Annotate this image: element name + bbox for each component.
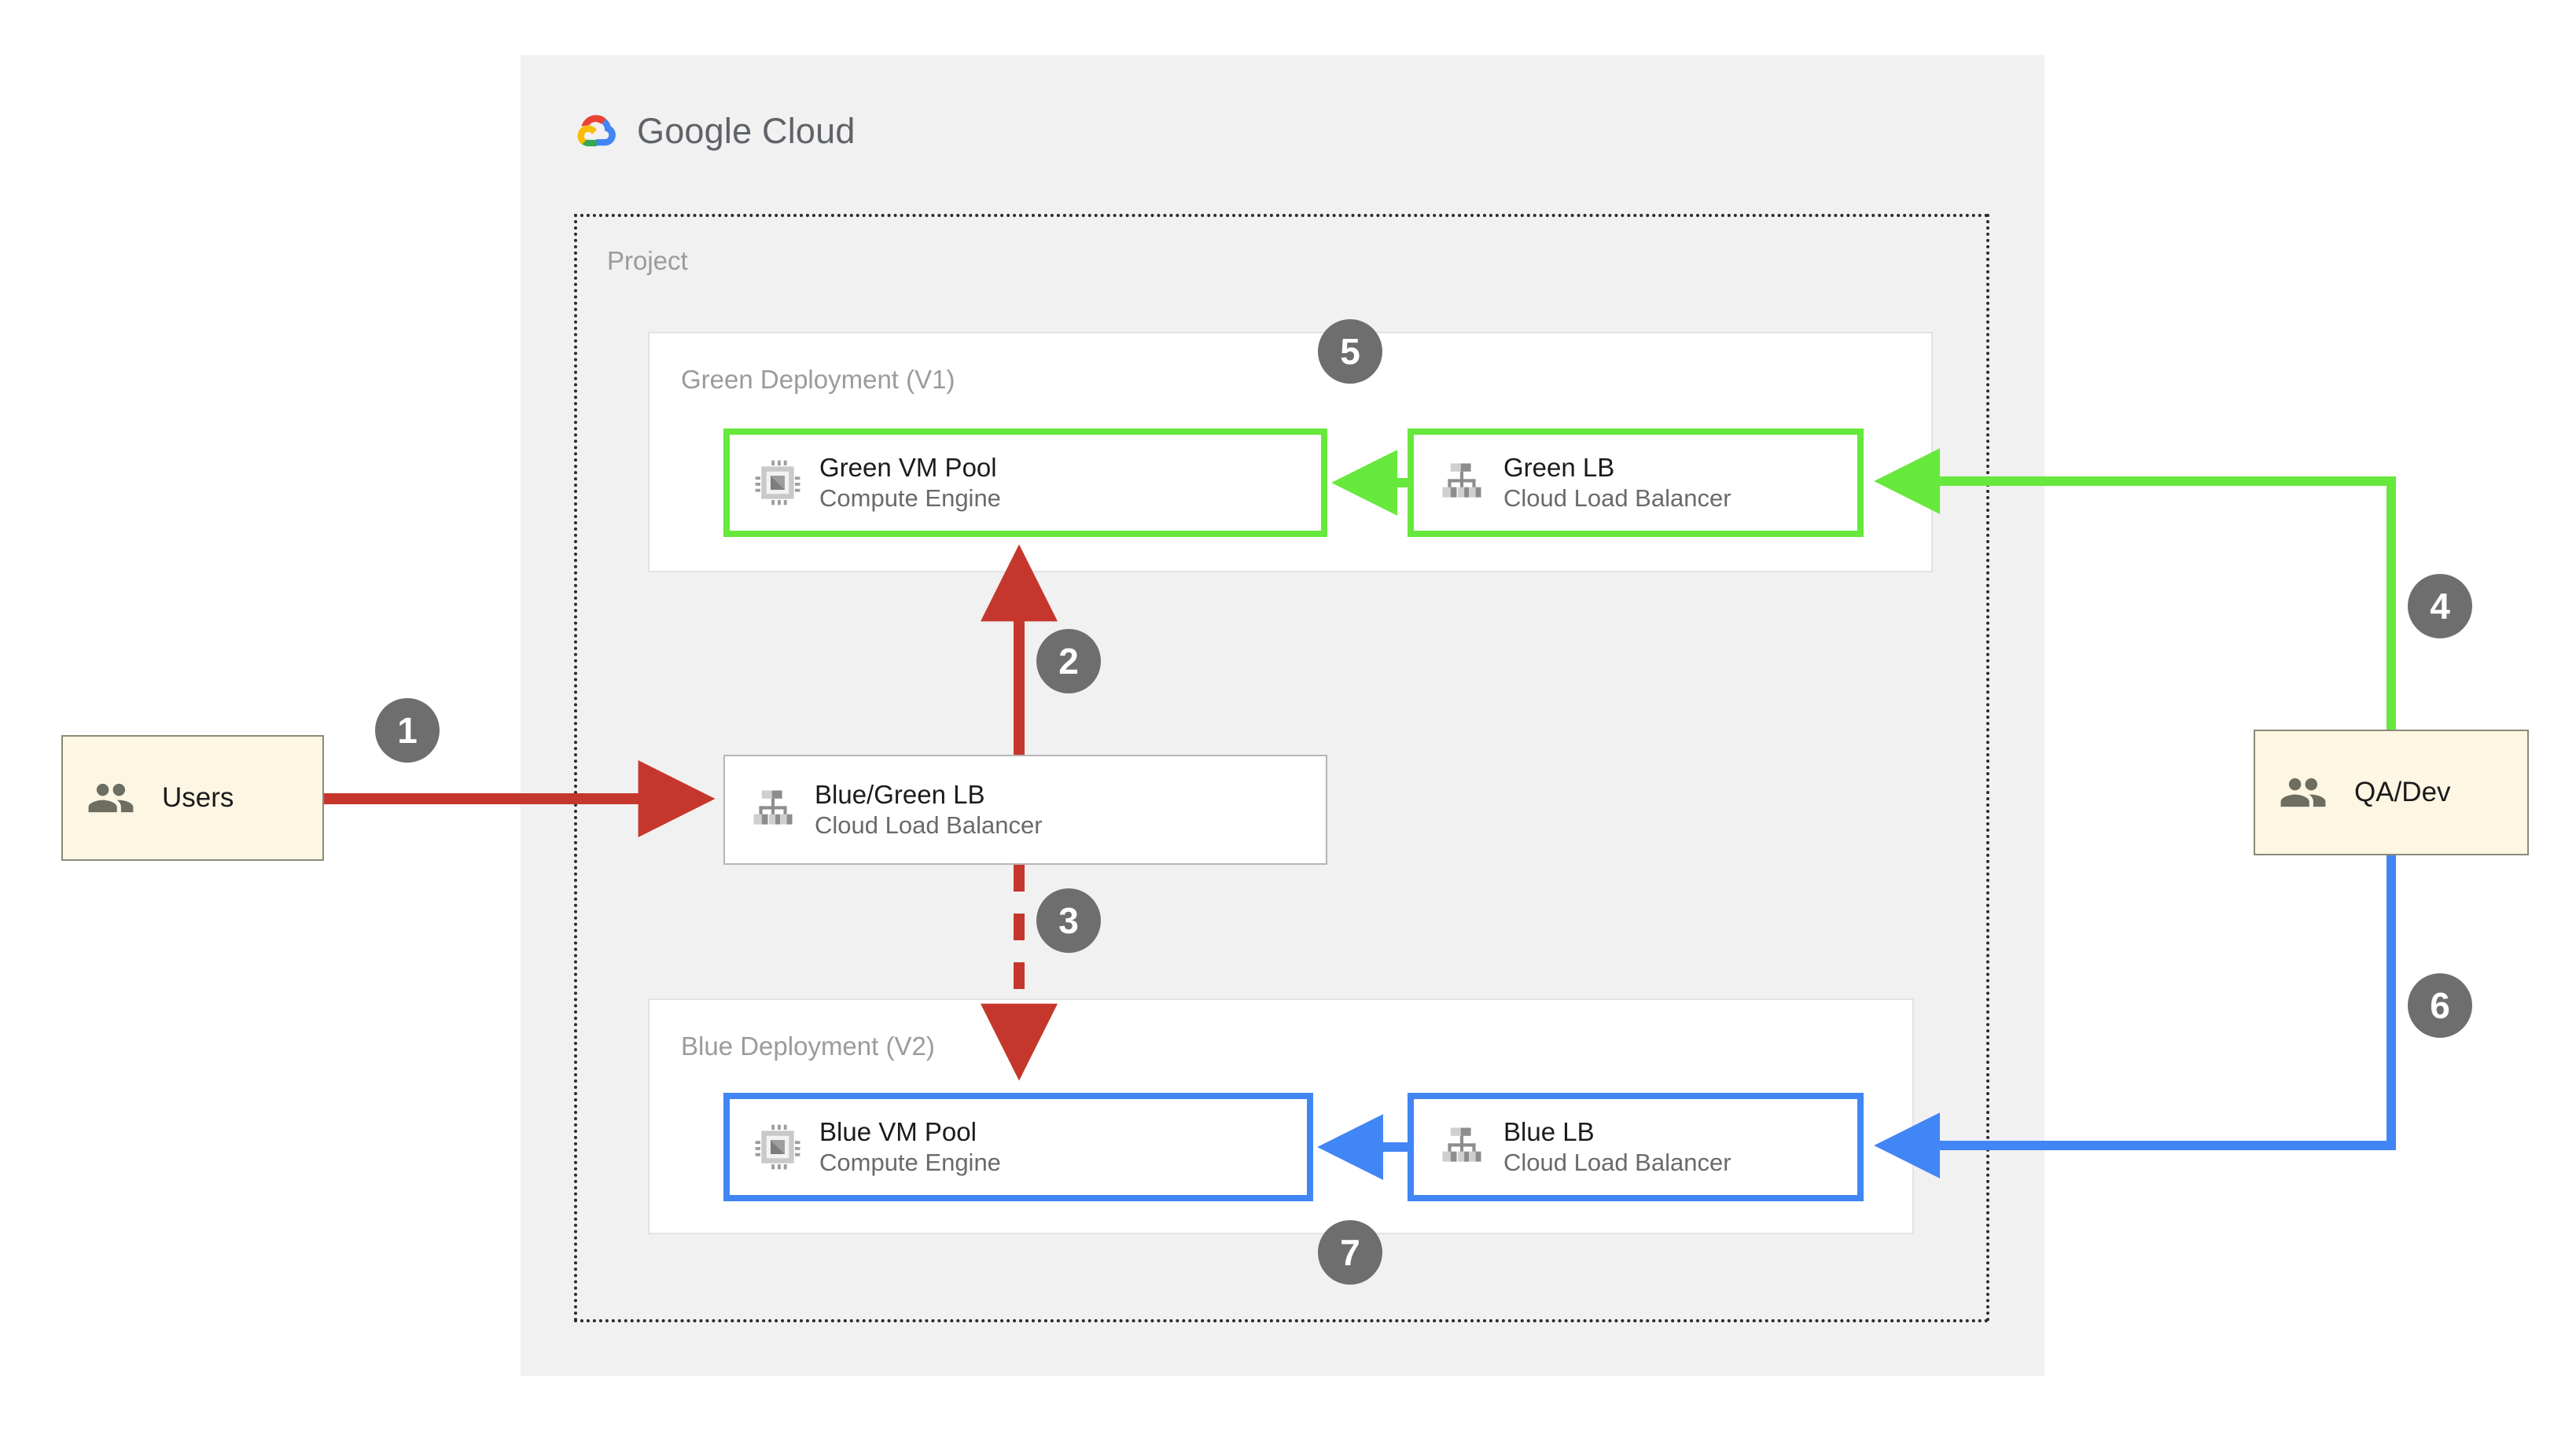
people-icon (2279, 768, 2328, 817)
node-blue-lb-title: Blue LB (1503, 1117, 1595, 1146)
brand-name-cloud: Cloud (752, 111, 856, 151)
step-badge-4: 4 (2408, 574, 2472, 638)
node-green-vm-pool-text: Green VM Pool Compute Engine (819, 451, 1001, 514)
cpu-chip-icon (753, 458, 802, 507)
node-users[interactable]: Users (61, 735, 324, 861)
blue-deployment-label: Blue Deployment (V2) (681, 1031, 935, 1061)
step-badge-5: 5 (1318, 319, 1382, 384)
google-cloud-logo-icon (574, 107, 623, 156)
brand-name-google: Google (637, 111, 753, 151)
node-blue-green-lb[interactable]: Blue/Green LB Cloud Load Balancer (723, 755, 1327, 865)
step-badge-3: 3 (1036, 888, 1101, 953)
node-blue-lb[interactable]: Blue LB Cloud Load Balancer (1408, 1093, 1864, 1201)
node-qa-dev[interactable]: QA/Dev (2254, 730, 2529, 855)
node-blue-vm-pool-title: Blue VM Pool (819, 1117, 977, 1146)
project-label: Project (607, 246, 688, 275)
node-green-lb-text: Green LB Cloud Load Balancer (1503, 451, 1731, 514)
node-qa-dev-text: QA/Dev (2354, 775, 2451, 810)
node-blue-green-lb-title: Blue/Green LB (815, 780, 985, 809)
node-blue-green-lb-subtitle: Cloud Load Balancer (815, 811, 1043, 840)
step-badge-7: 7 (1318, 1220, 1382, 1285)
google-cloud-brand: Google Cloud (574, 106, 856, 156)
node-green-lb[interactable]: Green LB Cloud Load Balancer (1408, 428, 1864, 537)
node-qa-dev-title: QA/Dev (2354, 777, 2451, 808)
cpu-chip-icon (753, 1123, 802, 1171)
green-deployment-label: Green Deployment (V1) (681, 365, 955, 394)
node-green-lb-subtitle: Cloud Load Balancer (1503, 484, 1731, 513)
node-blue-vm-pool-subtitle: Compute Engine (819, 1149, 1001, 1177)
load-balancer-icon (1437, 1123, 1486, 1171)
load-balancer-icon (1437, 458, 1486, 507)
node-users-title: Users (162, 782, 234, 814)
node-green-vm-pool-title: Green VM Pool (819, 453, 997, 482)
step-badge-6: 6 (2408, 973, 2472, 1038)
people-icon (86, 774, 135, 822)
node-green-lb-title: Green LB (1503, 453, 1615, 482)
node-blue-vm-pool[interactable]: Blue VM Pool Compute Engine (723, 1093, 1313, 1201)
node-blue-green-lb-text: Blue/Green LB Cloud Load Balancer (815, 778, 1043, 841)
node-blue-vm-pool-text: Blue VM Pool Compute Engine (819, 1116, 1001, 1178)
node-green-vm-pool[interactable]: Green VM Pool Compute Engine (723, 428, 1327, 537)
google-cloud-wordmark: Google Cloud (637, 111, 856, 152)
step-badge-1: 1 (375, 698, 440, 763)
node-blue-lb-subtitle: Cloud Load Balancer (1503, 1149, 1731, 1177)
step-badge-2: 2 (1036, 629, 1101, 693)
node-green-vm-pool-subtitle: Compute Engine (819, 484, 1001, 513)
project-container (574, 214, 1989, 1322)
node-users-text: Users (162, 781, 234, 815)
node-blue-lb-text: Blue LB Cloud Load Balancer (1503, 1116, 1731, 1178)
load-balancer-icon (749, 785, 797, 834)
